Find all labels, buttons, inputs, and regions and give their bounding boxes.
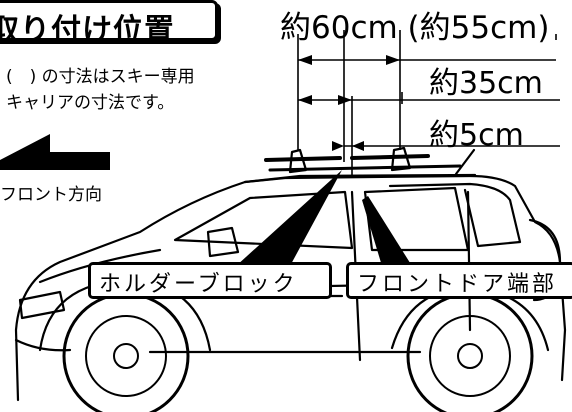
holder-callout-pointer [236, 170, 342, 266]
note-line-1: ( ) の寸法はスキー専用 [6, 67, 195, 87]
front-direction-label: フロント方向 [0, 185, 102, 205]
antenna [454, 148, 476, 176]
roof-line [243, 173, 477, 184]
side-mirror [206, 226, 240, 258]
note-line-2: キャリアの寸法です。 [6, 93, 175, 113]
page-title: 取り付け位置 [0, 13, 175, 48]
door-callout-pointer [362, 196, 412, 266]
headlight [18, 290, 66, 320]
dimension-arrows [298, 55, 400, 151]
title-box: 取り付け位置 [0, 0, 218, 48]
front-door-edge-callout: フロントドア端部 [346, 262, 572, 299]
front-carrier-foot [288, 148, 308, 174]
holder-block-callout: ホルダーブロック [88, 262, 332, 299]
bumper [14, 338, 72, 352]
dimension-lines [297, 30, 560, 176]
rear-crossbar [350, 154, 430, 160]
dimension-small-label: 約5cm [429, 118, 524, 153]
tail-window [388, 182, 522, 248]
roof-rail [268, 164, 462, 172]
rear-door-line [466, 190, 472, 332]
dimension-overall-label: 約60cm (約55cm) [280, 10, 550, 46]
dimension-middle-label: 約35cm [429, 66, 543, 101]
front-direction-arrow [0, 134, 110, 170]
